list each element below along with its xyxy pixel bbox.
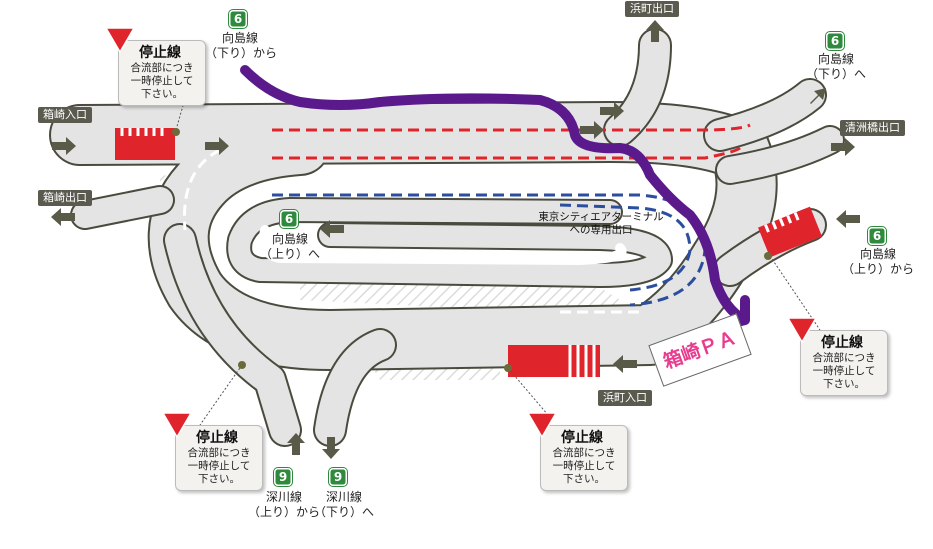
stop-sign-icon [162, 412, 192, 438]
hamacho-entrance-tag[interactable]: 浜町入口 [598, 390, 652, 406]
route-6-sign: 6 [868, 227, 886, 245]
route-9-sign: 9 [274, 468, 292, 486]
stop-notice-mukojima: 停止線 合流部につき 一時停止して 下さい。 [787, 317, 888, 396]
inner-island [259, 225, 627, 265]
mukojima-down-from-label[interactable]: 向島線 （下り）から [205, 31, 278, 60]
white-lane-1 [182, 148, 221, 231]
fukagawa-down-to-label[interactable]: 深川線 （下り）へ [313, 490, 374, 519]
route-6-sign: 6 [280, 210, 298, 228]
route-6-sign: 6 [229, 10, 247, 28]
fukagawa-up-from-label[interactable]: 深川線 （上り）から [247, 490, 320, 519]
mukojima-up-from-label[interactable]: 向島線 （上り）から [841, 247, 914, 276]
direction-arrows [51, 20, 860, 459]
mukojima-down-to-label[interactable]: 向島線 （下り）へ [805, 52, 866, 81]
hakozaki-entrance-tag[interactable]: 箱崎入口 [38, 107, 92, 123]
kiyosubashi-exit-tag[interactable]: 清洲橋出口 [840, 120, 905, 136]
red-lane-2 [272, 146, 741, 160]
stop-line-hakozaki [115, 128, 175, 160]
mukojima-up-to-label[interactable]: 向島線 （上り）へ [259, 232, 320, 261]
stop-sign-icon [105, 27, 135, 53]
stop-notice-hakozaki: 停止線 合流部につき 一時停止して 下さい。 [105, 27, 206, 106]
hamacho-exit-tag[interactable]: 浜町出口 [625, 1, 679, 17]
blue-lane-2 [559, 203, 692, 292]
stop-sign-icon [527, 412, 557, 438]
city-air-terminal-exit-label[interactable]: 東京シティエアターミナル への専用出口 [538, 211, 664, 236]
route-6-sign: 6 [826, 32, 844, 50]
stop-sign-icon [787, 317, 817, 343]
stop-notice-fukagawa: 停止線 合流部につき 一時停止して 下さい。 [162, 412, 263, 491]
hakozaki-exit-tag[interactable]: 箱崎出口 [38, 190, 92, 206]
stop-line-hamacho [508, 345, 600, 377]
route-9-sign: 9 [329, 468, 347, 486]
red-lane-1 [272, 123, 751, 132]
stop-line-mukojima-up [758, 206, 822, 258]
stop-notice-hamacho: 停止線 合流部につき 一時停止して 下さい。 [527, 412, 628, 491]
